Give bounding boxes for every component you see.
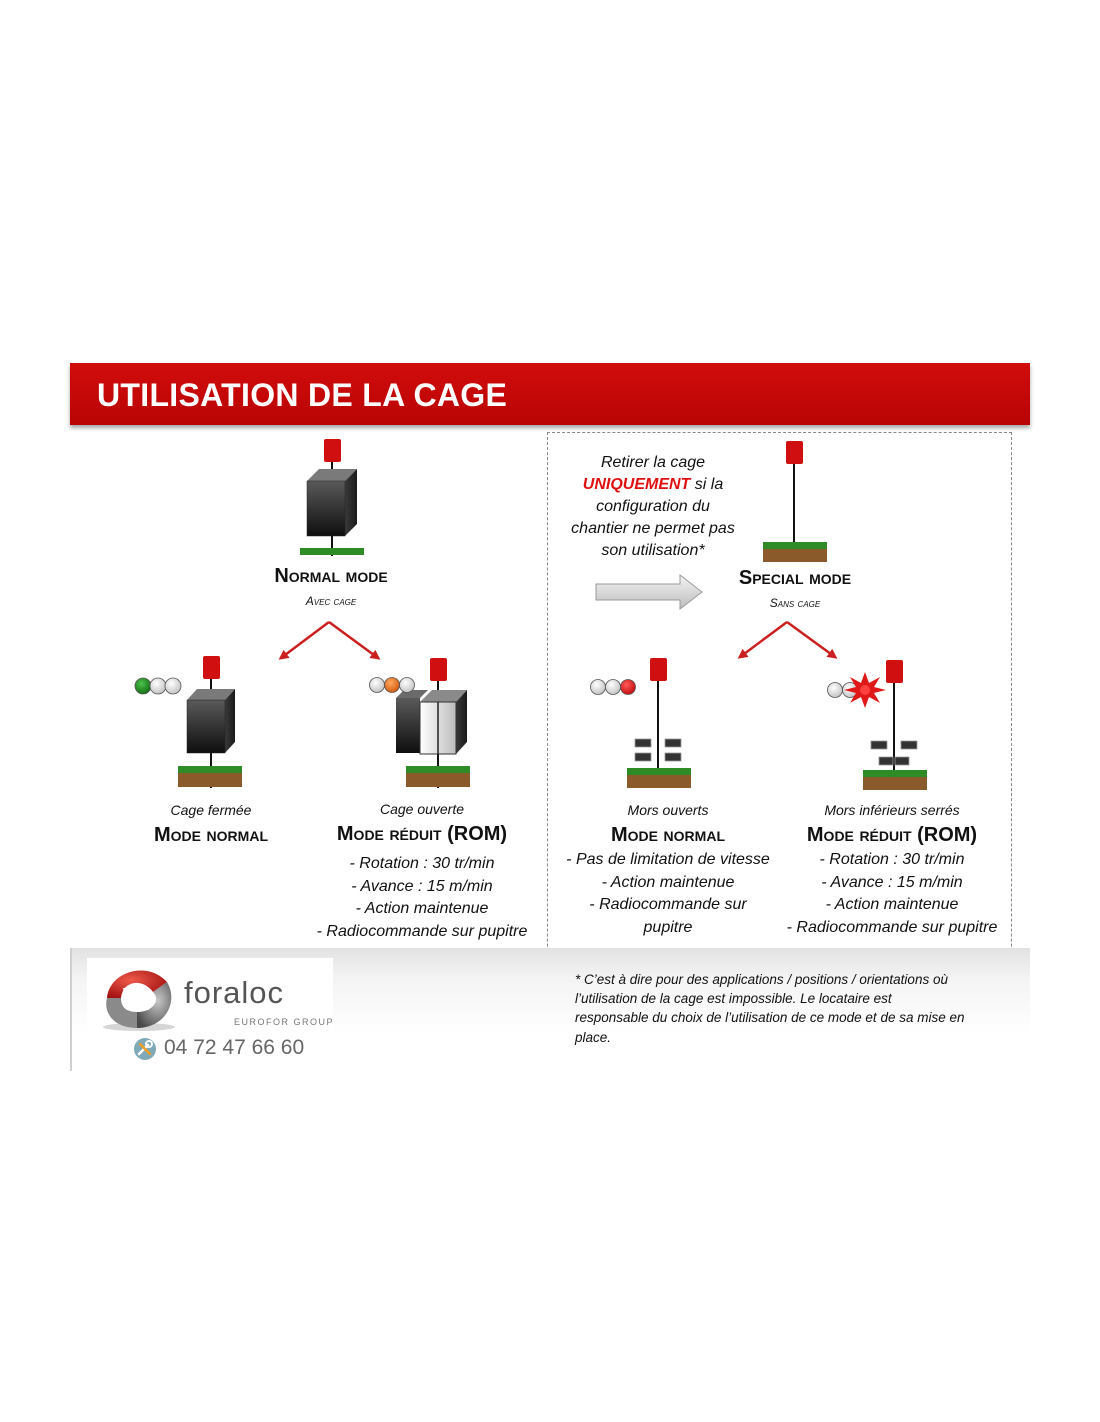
case-4-detail-4: - Radiocommande sur pupitre xyxy=(786,918,998,936)
cage-closed-rig-icon xyxy=(178,656,242,788)
case-4-details: - Rotation : 30 tr/min - Avance : 15 m/m… xyxy=(772,849,1012,939)
diagram-graphics xyxy=(134,439,927,790)
note-emphasis: UNIQUEMENT xyxy=(582,476,691,493)
foraloc-logo-icon xyxy=(103,970,175,1031)
case-3-detail-2: - Action maintenue xyxy=(601,873,735,891)
case-3-detail-4: pupitre xyxy=(643,918,693,936)
case-4-detail-2: - Avance : 15 m/min xyxy=(821,873,963,891)
footnote-line-3: responsable du choix de l’utilisation de… xyxy=(575,1010,965,1026)
case-2-details: - Rotation : 30 tr/min - Avance : 15 m/m… xyxy=(302,853,542,943)
tools-icon xyxy=(133,1037,157,1061)
case-3-mode: Mode normal xyxy=(611,824,725,846)
phone-number: 04 72 47 66 60 xyxy=(164,1036,305,1059)
traffic-light-orange-icon xyxy=(369,677,415,693)
traffic-light-red-icon xyxy=(590,679,636,695)
case-2-detail-2: - Avance : 15 m/min xyxy=(351,877,493,895)
traffic-light-green-icon xyxy=(134,677,182,695)
normal-mode-title: Normal mode xyxy=(274,565,388,587)
page-title: UTILISATION DE LA CAGE xyxy=(97,377,508,413)
footnote-line-4: place. xyxy=(575,1029,612,1045)
company-logo xyxy=(87,958,333,1062)
case-3-detail-3: - Radiocommande sur xyxy=(589,896,747,913)
title-banner: UTILISATION DE LA CAGE xyxy=(70,363,1030,425)
case-2-detail-1: - Rotation : 30 tr/min xyxy=(349,855,495,872)
case-4-detail-1: - Rotation : 30 tr/min xyxy=(819,851,965,868)
case-2-label: Cage ouverte xyxy=(379,801,465,817)
remove-cage-note: Retirer la cage UNIQUEMENT si la configu… xyxy=(553,452,753,562)
footnote-line-2: l’utilisation de la cage est impossible.… xyxy=(575,991,892,1007)
normal-mode-subtitle: Avec cage xyxy=(305,594,357,608)
normal-mode-branch-arrows xyxy=(278,620,381,660)
note-line-2: UNIQUEMENT si la xyxy=(553,474,753,496)
case-1-mode: Mode normal xyxy=(154,824,268,846)
case-3-detail-1: - Pas de limitation de vitesse xyxy=(566,851,770,868)
case-4-mode: Mode réduit (ROM) xyxy=(806,824,978,846)
special-mode-title: Special mode xyxy=(738,567,852,589)
jaws-clamped-rig-icon xyxy=(863,660,927,790)
case-2-detail-3: - Action maintenue xyxy=(355,900,489,917)
case-2-mode: Mode réduit (ROM) xyxy=(336,823,508,845)
note-line-3: configuration du xyxy=(596,498,710,515)
case-2-detail-4: - Radiocommande sur pupitre xyxy=(316,922,528,940)
special-mode-rig-icon xyxy=(763,441,827,562)
traffic-light-red-flash-icon xyxy=(827,672,886,708)
special-mode-subtitle: Sans cage xyxy=(769,596,821,610)
note-line-5: son utilisation* xyxy=(601,542,705,559)
footnote-line-1: * C’est à dire pour des applications / p… xyxy=(575,972,948,987)
note-line-4: chantier ne permet pas xyxy=(571,520,735,537)
transition-arrow-icon xyxy=(595,573,703,611)
case-1-label: Cage fermée xyxy=(170,802,252,818)
logo-group: EUROFOR GROUP xyxy=(234,1017,335,1027)
case-3-details: - Pas de limitation de vitesse - Action … xyxy=(553,849,783,939)
cage-open-rig-icon xyxy=(396,658,470,788)
logo-brand: foraloc xyxy=(184,975,285,1010)
note-line-2-rest: si la xyxy=(690,476,724,493)
jaws-open-rig-icon xyxy=(627,658,691,788)
note-line-1: Retirer la cage xyxy=(600,454,706,471)
footnote: * C’est à dire pour des applications / p… xyxy=(575,970,1005,1047)
special-mode-branch-arrows xyxy=(737,620,838,659)
case-4-label: Mors inférieurs serrés xyxy=(824,802,960,818)
case-4-detail-3: - Action maintenue xyxy=(825,896,959,913)
normal-mode-rig-icon xyxy=(300,439,364,556)
case-3-label: Mors ouverts xyxy=(627,802,709,818)
